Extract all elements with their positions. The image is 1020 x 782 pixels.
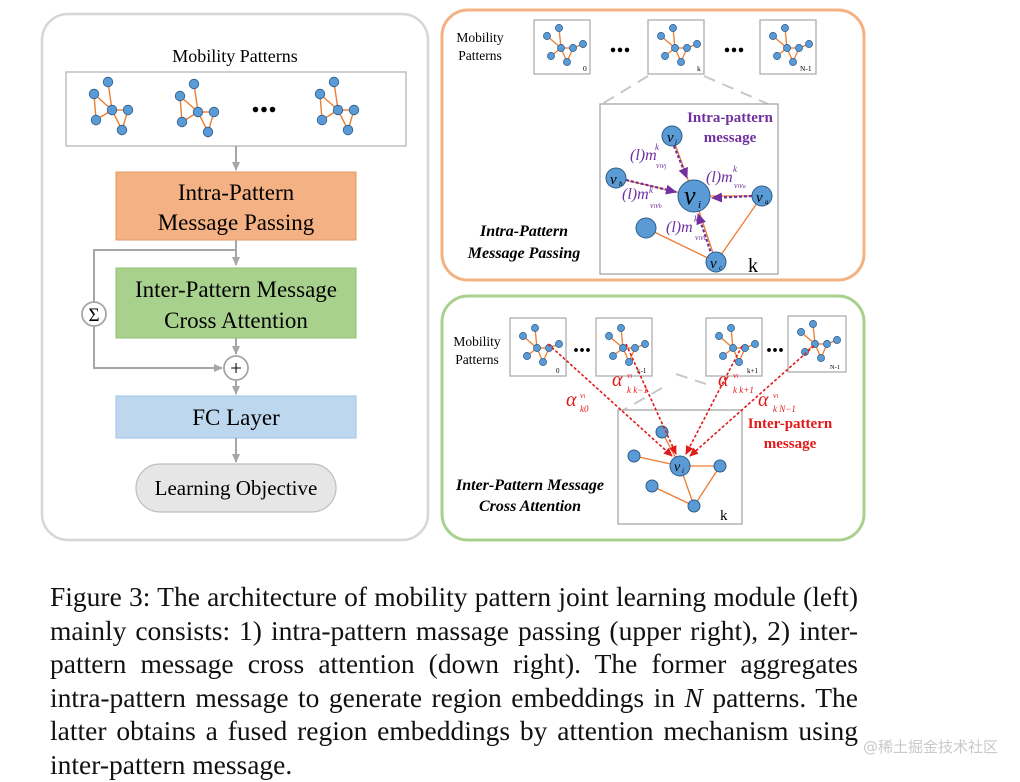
label-vi: v	[684, 181, 696, 210]
inter-pattern-label-2: Cross Attention	[164, 308, 308, 333]
svg-text:k: k	[655, 142, 660, 152]
ur-ellipsis-2: ...	[724, 28, 745, 59]
intra-pattern-message-label-1: Intra-pattern	[687, 110, 773, 126]
ur-patterns-label-1: Mobility	[456, 30, 504, 45]
figure-caption: Figure 3: The architecture of mobility p…	[50, 580, 858, 781]
svg-text:k-1: k-1	[637, 367, 647, 375]
inter-pattern-label-1: Inter-Pattern Message	[135, 277, 337, 302]
svg-text:k N−1: k N−1	[773, 404, 796, 414]
intra-pattern-label-2: Message Passing	[158, 210, 315, 235]
alpha-k-n: α	[758, 389, 769, 411]
msg-vi-vb: (l)m	[622, 186, 649, 203]
svg-text:vi: vi	[773, 391, 779, 400]
left-ellipsis: ...	[251, 83, 277, 120]
label-vj: v	[667, 130, 674, 146]
ur-panel-title-2: Message Passing	[467, 245, 580, 262]
svg-text:vi: vi	[733, 371, 739, 380]
msg-vi-va: (l)m	[706, 169, 733, 186]
alpha-k0: α	[566, 389, 577, 411]
alpha-k-kp1: α	[718, 369, 729, 391]
intra-pattern-label-1: Intra-Pattern	[178, 180, 295, 205]
svg-text:k k−1: k k−1	[627, 385, 648, 395]
lr-panel-title-1: Inter-Pattern Message	[455, 477, 604, 494]
lr-patterns-label-1: Mobility	[453, 334, 501, 349]
svg-text:k: k	[649, 185, 654, 195]
learning-objective-box	[135, 463, 337, 513]
lr-patterns-label-2: Patterns	[455, 352, 499, 367]
svg-text:j: j	[674, 138, 677, 146]
svg-text:a: a	[765, 198, 769, 206]
ur-k-label: k	[748, 255, 758, 277]
fc-layer-label: FC Layer	[192, 405, 280, 430]
intra-pattern-panel: Mobility Patterns 0 ... k ... N-1	[440, 8, 866, 282]
svg-text:vivj: vivj	[656, 161, 667, 170]
inter-pattern-panel: Mobility Patterns 0 ... k-1 k+1 ... N-1	[440, 294, 866, 542]
node-vj	[661, 125, 683, 147]
svg-text:k k+1: k k+1	[733, 385, 754, 395]
svg-text:N-1: N-1	[800, 64, 812, 73]
svg-text:vi: vi	[580, 391, 586, 400]
node-plain	[635, 217, 657, 239]
alpha-k-km1: α	[612, 369, 623, 391]
svg-text:c: c	[719, 264, 723, 272]
label-vb: v	[610, 172, 617, 188]
msg-vi-vc: (l)m	[666, 219, 693, 236]
svg-text:vivc: vivc	[695, 233, 707, 242]
svg-text:k0: k0	[580, 404, 589, 414]
architecture-figure: Mobility Patterns ... Intra-Pattern Mess…	[40, 8, 866, 542]
sum-symbol: Σ	[88, 305, 99, 326]
lr-panel-title-2: Cross Attention	[479, 498, 581, 515]
svg-text:v: v	[674, 460, 681, 475]
label-vc: v	[710, 256, 717, 272]
plus-symbol: +	[230, 356, 242, 380]
learning-objective-label: Learning Objective	[155, 476, 318, 500]
node-vi	[677, 179, 711, 213]
msg-vi-vj: (l)m	[630, 147, 657, 164]
ur-ellipsis-1: ...	[610, 28, 631, 59]
node-vc	[705, 251, 727, 273]
node-va	[751, 185, 773, 207]
inter-pattern-box	[115, 267, 357, 339]
svg-text:0: 0	[583, 64, 587, 73]
svg-text:vi: vi	[627, 371, 633, 380]
svg-text:b: b	[619, 180, 623, 188]
svg-text:viva: viva	[734, 181, 746, 190]
svg-text:k+1: k+1	[747, 367, 758, 375]
ur-patterns-label-2: Patterns	[458, 48, 502, 63]
left-mobility-patterns-title: Mobility Patterns	[172, 46, 298, 66]
left-panel: Mobility Patterns ... Intra-Pattern Mess…	[40, 12, 430, 542]
lr-k-label: k	[720, 508, 728, 524]
caption-text-b: patterns. The latter obtains a fused reg…	[50, 681, 858, 780]
svg-text:vivb: vivb	[650, 201, 662, 210]
svg-text:i: i	[682, 467, 684, 475]
label-va: v	[756, 190, 763, 206]
watermark: @稀土掘金技术社区	[862, 738, 998, 756]
inter-pattern-message-label-1: Inter-pattern	[748, 416, 833, 432]
svg-text:k: k	[694, 214, 699, 224]
svg-text:k: k	[733, 164, 738, 174]
inter-pattern-message-label-2: message	[764, 436, 817, 452]
lr-ellipsis-1: ...	[573, 332, 591, 358]
caption-var-n: N	[684, 681, 703, 713]
svg-text:N-1: N-1	[830, 364, 840, 371]
svg-text:0: 0	[556, 367, 560, 375]
lr-ellipsis-2: ...	[766, 332, 784, 358]
lr-node-vi	[669, 455, 691, 477]
ur-panel-title-1: Intra-Pattern	[479, 223, 568, 240]
node-vb	[605, 167, 627, 189]
intra-pattern-message-label-2: message	[704, 130, 757, 146]
svg-text:i: i	[698, 199, 701, 211]
svg-text:k: k	[697, 64, 701, 73]
caption-text-a: Figure 3: The architecture of mobility p…	[50, 581, 858, 713]
